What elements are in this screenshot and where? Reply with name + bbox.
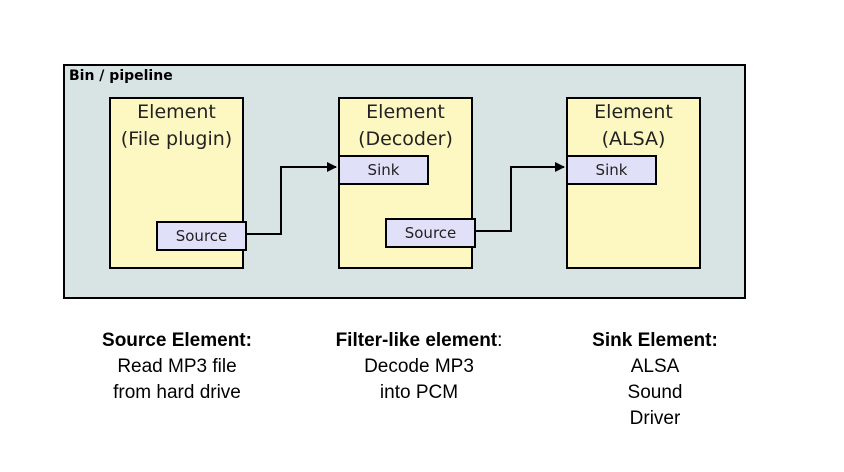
bin-label: Bin / pipeline [69, 68, 173, 84]
element-title: Element (ALSA) [568, 99, 699, 153]
caption-heading: Source Element: [102, 330, 252, 351]
source-pad: Source [156, 221, 247, 251]
caption-line: into PCM [379, 382, 459, 403]
caption-filter-element: Filter-like element: Decode MP3 into PCM [309, 328, 529, 406]
caption-heading: Filter-like element [335, 330, 498, 351]
caption-heading: Sink Element: [592, 330, 718, 351]
bin-pipeline: Bin / pipeline Element (File plugin) Sou… [63, 64, 746, 299]
caption-sink-element: Sink Element: ALSA Sound Driver [545, 328, 765, 432]
element-file-plugin: Element (File plugin) Source [109, 97, 247, 269]
caption-line: from hard drive [113, 382, 241, 403]
caption-line: ALSA [630, 356, 680, 377]
element-title: Element (Decoder) [340, 99, 471, 153]
caption-heading-suffix: : [497, 330, 503, 351]
element-title-line1: Element [594, 101, 673, 123]
sink-pad: Sink [338, 155, 429, 185]
caption-line: Read MP3 file [117, 356, 237, 377]
element-title-line2: (ALSA) [601, 128, 666, 150]
element-title-line2: (Decoder) [358, 128, 453, 150]
element-title: Element (File plugin) [111, 99, 242, 153]
source-pad: Source [385, 218, 476, 248]
caption-line: Decode MP3 [364, 356, 474, 377]
element-title-line2: (File plugin) [120, 128, 233, 150]
caption-line: Driver [629, 408, 681, 429]
element-title-line1: Element [137, 101, 216, 123]
caption-line: Sound [627, 382, 683, 403]
element-title-line1: Element [366, 101, 445, 123]
sink-pad: Sink [566, 155, 657, 185]
element-decoder: Element (Decoder) Sink Source [338, 97, 476, 269]
element-alsa: Element (ALSA) Sink [566, 97, 701, 269]
caption-source-element: Source Element: Read MP3 file from hard … [67, 328, 287, 406]
